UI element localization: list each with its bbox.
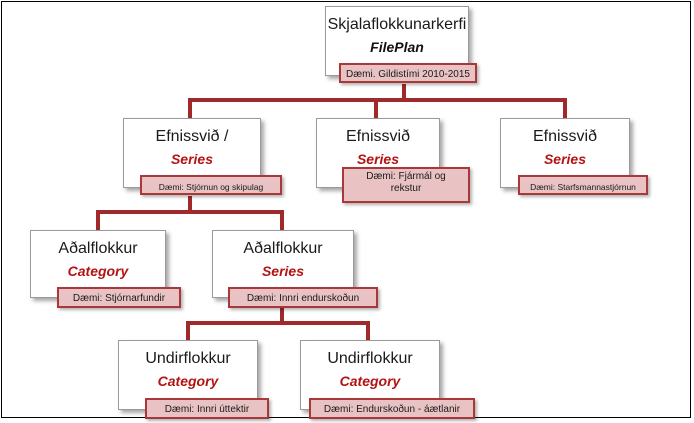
category-node-2: Aðalflokkur Series [212, 230, 354, 298]
series-2-subtitle: Series [356, 151, 400, 167]
root-title: Skjalaflokkunarkerfi [327, 16, 467, 33]
series-1-title: Efnissvið / [155, 128, 229, 145]
category-1-example-tag: Dæmi: Stjórnarfundir [57, 287, 181, 308]
subcategory-1-example-tag: Dæmi: Innri úttektir [145, 398, 269, 419]
category-2-example-tag: Dæmi: Innri endurskoðun [228, 287, 378, 308]
subcategory-2-title: Undirflokkur [327, 350, 413, 367]
root-subtitle: FilePlan [370, 39, 424, 55]
subcategory-2-example-tag: Dæmi: Endurskoðun - áætlanir [309, 398, 475, 419]
category-2-subtitle: Series [261, 263, 305, 279]
series-3-title: Efnissvið [532, 128, 598, 145]
series-1-example-tag: Dæmi: Stjórnun og skipulag [140, 175, 282, 195]
category-1-title: Aðalflokkur [58, 240, 138, 257]
series-2-example-tag: Dæmi: Fjármál og rekstur [342, 167, 470, 203]
series-1-subtitle: Series [170, 151, 214, 167]
subcategory-2-subtitle: Category [339, 373, 401, 389]
category-1-subtitle: Category [67, 263, 129, 279]
category-node-1: Aðalflokkur Category [30, 230, 166, 298]
root-example-tag: Dæmi. Gildistími 2010-2015 [339, 63, 477, 83]
series-3-example-tag: Dæmi: Starfsmannastjórnun [518, 175, 648, 195]
series-2-title: Efnissvið [345, 128, 411, 145]
series-3-subtitle: Series [543, 151, 587, 167]
subcategory-1-subtitle: Category [157, 373, 219, 389]
subcategory-1-title: Undirflokkur [145, 350, 231, 367]
category-2-title: Aðalflokkur [243, 240, 323, 257]
